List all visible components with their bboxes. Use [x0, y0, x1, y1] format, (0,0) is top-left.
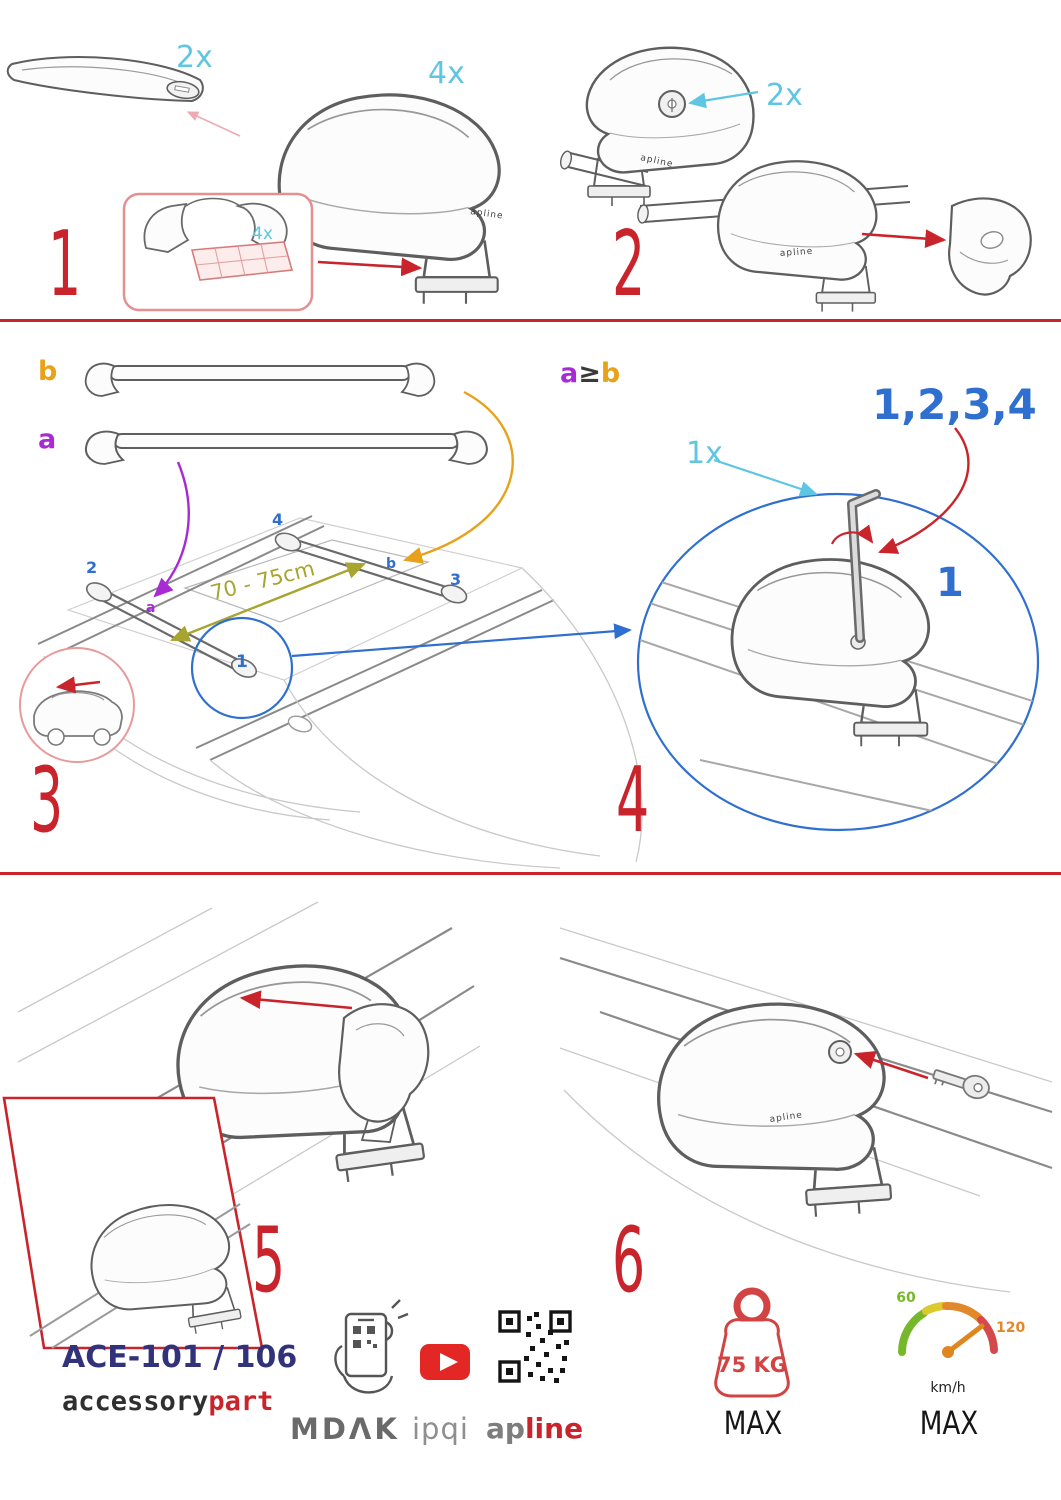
tool-quantity-label: 1x	[686, 436, 723, 471]
lock-quantity-label: 2x	[766, 78, 803, 113]
bar-quantity-label: 2x	[176, 40, 213, 75]
brand-prefix: accessory	[62, 1386, 209, 1417]
bar-a-label: a	[38, 424, 57, 455]
step2-illustration: apline apline	[559, 46, 1032, 313]
brand-suffix: part	[208, 1386, 274, 1417]
tool-qty-arrow	[713, 458, 818, 497]
car-silhouette	[33, 690, 123, 737]
step2-number: 2	[612, 212, 646, 317]
crossbar-a	[84, 430, 489, 466]
roof-position-4: 4	[272, 510, 284, 529]
pad-quantity-label: 4x	[252, 224, 273, 244]
car-direction-arrow	[55, 676, 101, 694]
foot-locking	[650, 994, 896, 1229]
tighten-sequence: 1,2,3,4	[872, 380, 1037, 429]
cap-attach-arrow	[861, 229, 947, 248]
foot-with-lock	[585, 46, 755, 208]
product-logo-text: apline	[470, 207, 505, 222]
step4-illustration	[636, 427, 1040, 832]
product-logo-text: apline	[769, 1110, 804, 1125]
rear-bar	[283, 536, 457, 600]
rule-operator: ≥	[578, 358, 601, 389]
speed-low-tick: 60	[896, 1290, 916, 1306]
step3-number: 3	[30, 748, 64, 853]
step6-number: 6	[612, 1208, 646, 1313]
sequence-arrow	[877, 427, 970, 554]
max-load-label: MAX	[723, 1404, 783, 1442]
speedometer-needle	[945, 1323, 985, 1355]
step5-illustration	[2, 901, 481, 1351]
zoom-link-arrow	[291, 623, 632, 658]
max-load-value: 75 KG	[717, 1353, 787, 1377]
key-icon	[932, 1069, 990, 1100]
step1-illustration: apline	[6, 56, 505, 312]
sequence-first: 1	[936, 560, 964, 606]
foot-on-bar	[716, 160, 878, 313]
step4-number: 4	[616, 748, 650, 853]
model-number: ACE-101 / 106	[62, 1340, 298, 1375]
max-speed-icon: 60 120 km/h	[896, 1290, 1025, 1396]
mdak-logo: MDΛK	[290, 1412, 400, 1446]
section-divider	[0, 872, 1061, 875]
roof-position-1: 1	[236, 652, 248, 672]
speed-unit: km/h	[930, 1380, 965, 1396]
roof-position-3: 3	[450, 570, 462, 589]
apline-ap: ap	[486, 1412, 525, 1445]
lock-qty-arrow	[688, 90, 759, 109]
key-insert-arrow	[853, 1051, 929, 1080]
ipqi-logo: ipqi	[412, 1412, 469, 1446]
step6-illustration: apline	[559, 927, 1053, 1293]
roof-b-label: b	[386, 556, 397, 572]
rule-b: b	[600, 358, 621, 389]
max-load-icon: 75 KG	[714, 1287, 790, 1398]
bar-a-arrow	[153, 461, 190, 598]
brand-logo: accessorypart	[62, 1386, 273, 1417]
car-direction-inset	[19, 647, 135, 763]
cover-slide-arrow	[239, 990, 353, 1010]
zoom-highlight-circle	[190, 616, 294, 720]
crossbar-profile	[6, 56, 204, 103]
apline-line: line	[524, 1412, 584, 1445]
phone-scan-icon	[334, 1299, 409, 1394]
bar-b-label: b	[38, 356, 58, 387]
crossbar-b	[84, 362, 436, 397]
speed-high-tick: 120	[996, 1320, 1025, 1336]
step3-illustration	[19, 362, 643, 869]
max-speed-label: MAX	[919, 1404, 979, 1442]
step5-closed-inset	[2, 1096, 264, 1351]
bar-leader-arrow	[186, 111, 241, 137]
qr-code-icon	[498, 1310, 572, 1383]
car-body-lines	[43, 567, 643, 869]
product-logo-text: apline	[780, 247, 814, 259]
torque-arrow	[830, 524, 874, 545]
right-rail	[195, 589, 555, 761]
bar-b-arrow	[402, 390, 514, 564]
distance-arrow	[169, 562, 367, 642]
rule-a: a	[560, 358, 579, 389]
apline-logo: apline	[486, 1412, 583, 1445]
cover-piece	[338, 1003, 430, 1123]
step1-pad-inset	[122, 192, 314, 312]
section-divider	[0, 319, 1061, 322]
roof-a-label: a	[146, 600, 156, 616]
step5-number: 5	[252, 1208, 286, 1313]
pad-insert-arrow	[317, 257, 423, 277]
rule-a-ge-b: a≥b	[560, 358, 620, 389]
roof-position-2: 2	[86, 558, 98, 577]
youtube-icon	[420, 1344, 470, 1380]
foot-quantity-label: 4x	[428, 56, 465, 91]
step1-number: 1	[48, 212, 82, 317]
